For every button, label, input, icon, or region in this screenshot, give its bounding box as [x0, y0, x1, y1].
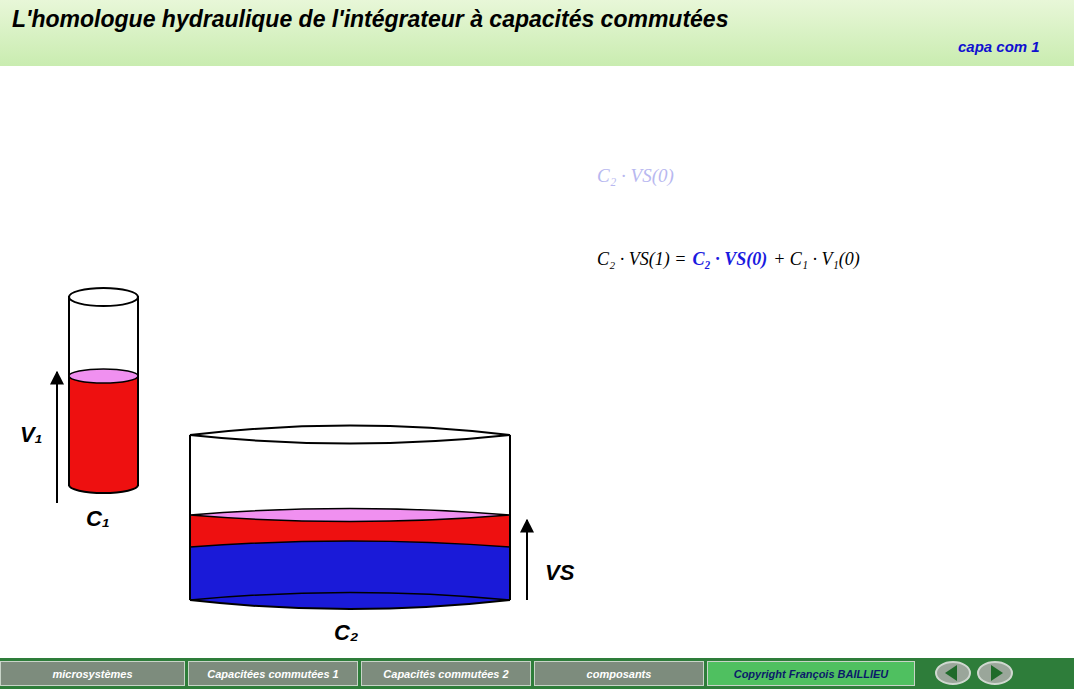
button-label: Capacités commutées 2 — [383, 668, 508, 680]
button-label: Capacitées commutées 1 — [207, 668, 338, 680]
formula-left: C₂ · VS(1) = — [597, 249, 686, 270]
level-label: V₁ — [20, 422, 42, 448]
nav-button: microsystèmes — [0, 661, 185, 686]
title-band — [0, 0, 1074, 66]
level-label: VS — [545, 560, 574, 586]
nav-button: Copyright François BAILLIEU — [707, 661, 915, 686]
button-label: composants — [587, 668, 652, 680]
faded-term: C₂ · VS(0) — [597, 165, 674, 187]
slide-id: capa com 1 — [958, 38, 1040, 55]
vs-arrow — [526, 520, 528, 600]
nav-arrows — [936, 662, 1012, 684]
formula-added: + C₁ · V₁(0) — [773, 249, 860, 270]
v1-arrow — [56, 372, 58, 503]
button-label: Copyright François BAILLIEU — [734, 668, 889, 680]
button-label: microsystèmes — [52, 668, 132, 680]
capacity-label: C₂ — [334, 620, 358, 646]
nav-button: Capacitées commutées 1 — [188, 661, 358, 686]
slide-title: L'homologue hydraulique de l'intégrateur… — [12, 6, 728, 33]
nav-button: Capacités commutées 2 — [361, 661, 531, 686]
capacity-label: C₁ — [86, 506, 110, 532]
container-c2 — [190, 426, 510, 610]
formula-previous: C₂ · VS(0) — [692, 249, 767, 270]
nav-button: composants — [534, 661, 704, 686]
tube-c1 — [69, 288, 138, 493]
nav-bar — [0, 658, 1074, 689]
